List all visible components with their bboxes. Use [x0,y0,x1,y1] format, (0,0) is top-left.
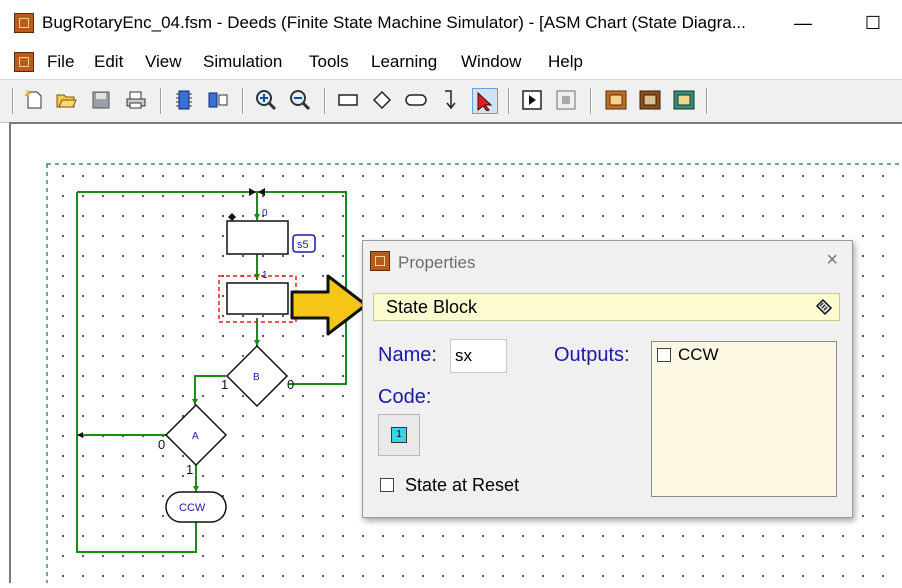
state-block-s5[interactable] [226,220,289,255]
open-folder-icon[interactable] [54,88,78,112]
dialog-title: Properties [398,253,476,272]
menu-simulation[interactable]: Simulation [203,52,283,71]
arrowhead [192,399,198,405]
reset-marker [228,213,236,221]
properties-icon [370,251,390,271]
conditional-output-tool-icon[interactable] [404,88,428,112]
menu-window[interactable]: Window [461,52,522,71]
outputs-label: Outputs: [554,344,630,366]
toolbar [0,79,902,123]
conditional-output-label: CCW [179,502,206,514]
chart-boundary [46,163,902,588]
outputs-list[interactable]: CCW [651,341,837,497]
decision-b-true: 1 [221,377,228,392]
state-name-label: s5 [297,239,309,251]
transition-tool-icon[interactable] [438,88,462,112]
decision-a-false: 0 [158,437,165,452]
junction-marker [249,188,265,196]
toolbar-separator [706,88,708,114]
decision-a-true: 1 [186,462,193,477]
code-value: 1 [391,427,407,443]
maximize-button[interactable]: ☐ [864,12,882,33]
output-ccw-label: CCW [678,345,719,364]
close-button[interactable]: × [826,249,838,271]
document-menu-icon[interactable] [14,52,34,72]
select-pointer-icon[interactable] [472,88,498,114]
menu-help[interactable]: Help [548,52,583,71]
deeds-tool-1-icon[interactable] [604,88,628,112]
code-label: Code: [378,386,432,408]
menu-file[interactable]: File [47,52,75,71]
deeds-tool-2-icon[interactable] [638,88,662,112]
deeds-app-icon[interactable] [14,13,34,33]
menu-bar: File Edit View Simulation Tools Learning… [0,46,902,78]
menu-tools[interactable]: Tools [309,52,349,71]
state-name-tag [292,234,316,253]
minimize-button[interactable]: — [794,12,812,33]
state-code-second: 1 [262,270,268,281]
name-label: Name: [378,344,437,366]
decision-a-label: A [192,431,199,442]
simulation-stop-icon[interactable] [554,88,578,112]
toolbar-separator [12,88,14,114]
arrowhead [254,340,260,346]
conditional-output-ccw[interactable] [165,491,227,523]
window-title: BugRotaryEnc_04.fsm - Deeds (Finite Stat… [42,13,746,32]
toolbar-separator [242,88,244,114]
new-file-icon[interactable] [22,88,46,112]
properties-dialog[interactable]: Properties × State Block Name: sx Code: … [362,240,853,518]
zoom-out-icon[interactable] [288,88,312,112]
toolbar-separator [160,88,162,114]
toolbar-separator [590,88,592,114]
name-input[interactable]: sx [450,339,507,373]
state-at-reset-checkbox[interactable] [380,478,394,492]
title-bar: BugRotaryEnc_04.fsm - Deeds (Finite Stat… [0,0,902,46]
menu-learning[interactable]: Learning [371,52,438,71]
decision-b[interactable] [225,344,289,408]
state-block-tool-icon[interactable] [336,88,360,112]
block-type-label: State Block [386,297,478,317]
decision-b-label: B [253,372,260,383]
state-block-icon [815,298,833,316]
chip-sim-icon[interactable] [206,88,230,112]
code-button[interactable]: 1 [378,414,420,456]
chip-icon[interactable] [172,88,196,112]
save-icon[interactable] [89,88,113,112]
annotation-arrow [290,274,368,336]
decision-tool-icon[interactable] [370,88,394,112]
decision-a[interactable] [164,403,228,467]
decision-b-false: 0 [287,377,294,392]
print-icon[interactable] [124,88,148,112]
arrowhead [193,486,199,492]
zoom-in-icon[interactable] [254,88,278,112]
junction-arrow [77,432,83,438]
state-at-reset-label: State at Reset [405,475,520,495]
menu-edit[interactable]: Edit [94,52,124,71]
toolbar-separator [508,88,510,114]
state-block-sx[interactable] [226,282,289,315]
output-ccw-checkbox[interactable] [657,348,671,362]
toolbar-separator [324,88,326,114]
deeds-tool-3-icon[interactable] [672,88,696,112]
arrowhead [254,214,260,220]
menu-view[interactable]: View [145,52,182,71]
state-code-top: 0 [262,208,268,219]
simulation-run-icon[interactable] [520,88,544,112]
block-type-banner: State Block [373,293,840,321]
